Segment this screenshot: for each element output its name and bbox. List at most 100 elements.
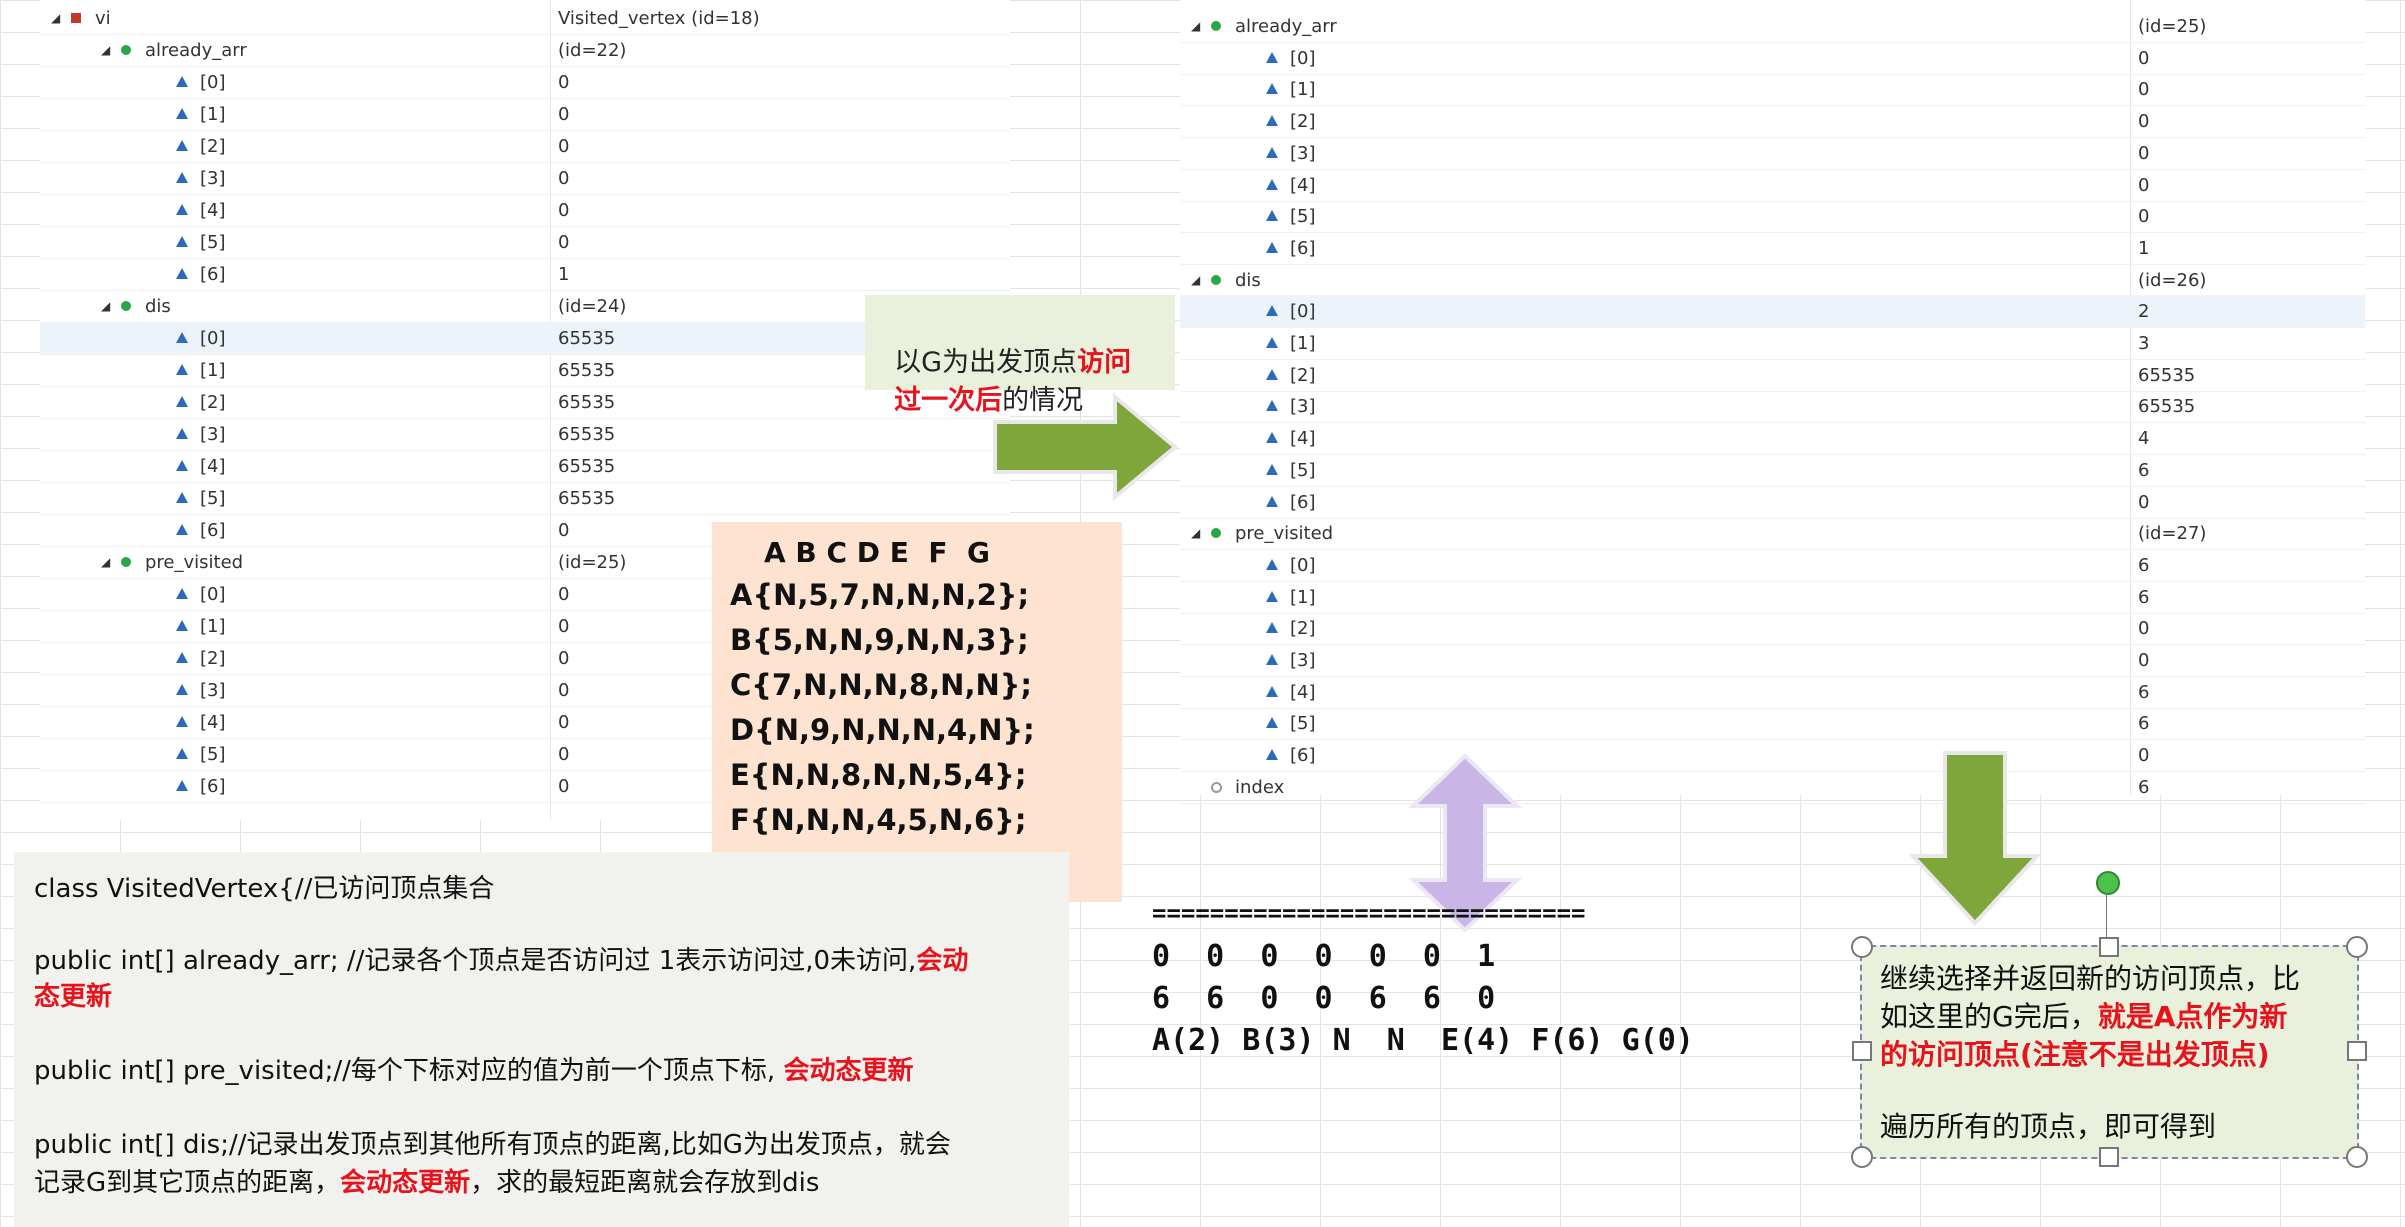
resize-handle-bl[interactable] bbox=[1851, 1146, 1873, 1168]
tree-row[interactable]: [3] 0 bbox=[40, 674, 1010, 707]
expand-toggle-icon[interactable]: ◢ bbox=[1191, 272, 1201, 287]
tree-row[interactable]: [2]65535 bbox=[1180, 359, 2365, 392]
resize-handle-br[interactable] bbox=[2346, 1146, 2368, 1168]
tree-row[interactable]: [0]2 bbox=[1180, 295, 2365, 329]
field-triangle-icon bbox=[1266, 305, 1278, 317]
field-triangle-icon bbox=[176, 492, 188, 503]
tree-row[interactable]: [2]0 bbox=[40, 130, 1010, 163]
tree-row[interactable]: [0]65535 bbox=[40, 322, 1010, 355]
tree-row[interactable]: [2]65535 bbox=[40, 386, 1010, 419]
expand-toggle-icon[interactable]: ◢ bbox=[101, 555, 111, 569]
tree-row[interactable]: [2]0 bbox=[1180, 105, 2365, 139]
tree-row[interactable]: [1]0 bbox=[40, 610, 1010, 643]
tree-row[interactable]: [6]0 bbox=[1180, 486, 2365, 519]
callout-line2-b: 的情况 bbox=[1002, 385, 1084, 416]
rotate-handle-icon[interactable] bbox=[2096, 871, 2120, 895]
object-field-icon bbox=[1211, 528, 1221, 539]
tree-row[interactable]: [4]0 bbox=[40, 194, 1010, 227]
note-text-box[interactable]: 继续选择并返回新的访问顶点，比 如这里的G完后，就是A点作为新 的访问顶点(注意… bbox=[1860, 945, 2359, 1159]
tree-row[interactable]: [0]0 bbox=[40, 578, 1010, 611]
field-triangle-icon bbox=[176, 748, 188, 759]
tree-row[interactable]: [5]6 bbox=[1180, 707, 2365, 741]
variable-value: 6 bbox=[2138, 586, 2150, 608]
tree-row[interactable]: [5]65535 bbox=[40, 482, 1010, 515]
code-line-already-arr: public int[] already_arr; //记录各个顶点是否访问过 … bbox=[34, 940, 968, 977]
tree-row[interactable]: [0]0 bbox=[40, 66, 1010, 99]
tree-row[interactable]: [4]0 bbox=[1180, 169, 2365, 202]
variable-value: 6 bbox=[2138, 681, 2150, 703]
field-triangle-icon bbox=[1266, 115, 1278, 127]
tree-row[interactable]: [0]6 bbox=[1180, 549, 2365, 582]
tree-row[interactable]: [1]3 bbox=[1180, 327, 2365, 360]
object-field-icon bbox=[1211, 21, 1221, 31]
tree-row[interactable]: [5]0 bbox=[1180, 200, 2365, 234]
tree-row[interactable]: ◢pre_visited(id=25) bbox=[40, 546, 1010, 579]
tree-row[interactable]: [3]0 bbox=[1180, 137, 2365, 170]
expand-toggle-icon[interactable]: ◢ bbox=[51, 11, 61, 25]
right-arrow-icon bbox=[993, 392, 1179, 502]
tree-row[interactable]: [6]0 bbox=[40, 770, 1010, 803]
tree-row[interactable]: [3]0 bbox=[40, 162, 1010, 195]
tree-row[interactable]: [4]65535 bbox=[40, 450, 1010, 483]
variable-value: 3 bbox=[2138, 333, 2150, 354]
variable-name: [6] bbox=[1290, 745, 1316, 767]
variable-value: 6 bbox=[2138, 776, 2150, 798]
variable-value: 0 bbox=[558, 680, 570, 701]
field-triangle-icon bbox=[1266, 146, 1278, 158]
variable-value: 0 bbox=[558, 520, 570, 541]
expand-toggle-icon[interactable]: ◢ bbox=[1191, 526, 1201, 541]
tree-row[interactable]: ◢dis(id=26) bbox=[1180, 264, 2365, 297]
tree-row[interactable]: [5]6 bbox=[1180, 454, 2365, 487]
tree-row[interactable]: [1]6 bbox=[1180, 581, 2365, 614]
tree-row[interactable]: ◢pre_visited(id=27) bbox=[1180, 517, 2365, 551]
tree-row[interactable]: [6]1 bbox=[40, 258, 1010, 291]
tree-row[interactable]: [2]0 bbox=[40, 642, 1010, 675]
tree-row[interactable]: [3]0 bbox=[1180, 644, 2365, 677]
field-triangle-icon bbox=[1266, 178, 1278, 190]
tree-row[interactable]: [4]4 bbox=[1180, 422, 2365, 456]
field-triangle-icon bbox=[176, 652, 188, 663]
variable-name: [3] bbox=[200, 680, 226, 701]
tree-row[interactable]: [4]6 bbox=[1180, 676, 2365, 709]
variable-name: [2] bbox=[1290, 111, 1316, 133]
tree-row[interactable]: [1]0 bbox=[40, 98, 1010, 131]
resize-handle-bc[interactable] bbox=[2099, 1147, 2119, 1167]
variable-name: [4] bbox=[1290, 174, 1316, 196]
tree-row[interactable]: [1]65535 bbox=[40, 354, 1010, 387]
tree-row[interactable]: [6]0 bbox=[40, 514, 1010, 547]
matrix-row: C{7,N,N,N,8,N,N}; bbox=[730, 668, 1032, 702]
expand-toggle-icon[interactable]: ◢ bbox=[101, 43, 111, 57]
variable-value: 0 bbox=[2138, 206, 2150, 228]
code-line3-a: public int[] pre_visited;//每个下标对应的值为前一个顶… bbox=[34, 1056, 784, 1086]
resize-handle-tc[interactable] bbox=[2099, 937, 2119, 957]
tree-row[interactable]: [2]0 bbox=[1180, 612, 2365, 646]
tree-row[interactable]: [6]0 bbox=[1180, 739, 2365, 773]
matrix-row: D{N,9,N,N,N,4,N}; bbox=[730, 713, 1035, 747]
tree-row[interactable]: [4]0 bbox=[40, 706, 1010, 739]
resize-handle-ml[interactable] bbox=[1852, 1041, 1872, 1061]
expand-toggle-icon[interactable]: ◢ bbox=[101, 299, 111, 313]
tree-row[interactable]: [0]0 bbox=[1180, 42, 2365, 75]
tree-row[interactable]: [1]0 bbox=[1180, 73, 2365, 107]
tree-row[interactable]: [5]0 bbox=[40, 226, 1010, 259]
resize-handle-tr[interactable] bbox=[2346, 936, 2368, 958]
callout-line1-b: 访问 bbox=[1077, 347, 1132, 378]
resize-handle-mr[interactable] bbox=[2347, 1041, 2367, 1061]
tree-row[interactable]: [5]0 bbox=[40, 738, 1010, 771]
tree-row[interactable]: ◢already_arr(id=22) bbox=[40, 34, 1010, 67]
tree-row[interactable]: [3]65535 bbox=[1180, 390, 2365, 424]
field-triangle-icon bbox=[176, 76, 188, 87]
tree-row[interactable]: [6]1 bbox=[1180, 232, 2365, 265]
variable-value: 0 bbox=[558, 200, 570, 221]
variable-value: 65535 bbox=[558, 424, 616, 445]
variable-name: [0] bbox=[1290, 301, 1316, 323]
resize-handle-tl[interactable] bbox=[1851, 936, 1873, 958]
variable-value: (id=22) bbox=[558, 40, 627, 61]
expand-toggle-icon[interactable]: ◢ bbox=[1191, 19, 1201, 33]
tree-row[interactable]: [3]65535 bbox=[40, 418, 1010, 451]
tree-row[interactable]: ◢already_arr(id=25) bbox=[1180, 10, 2365, 43]
variable-value: 6 bbox=[2138, 554, 2150, 576]
variable-name: [5] bbox=[1290, 459, 1316, 481]
